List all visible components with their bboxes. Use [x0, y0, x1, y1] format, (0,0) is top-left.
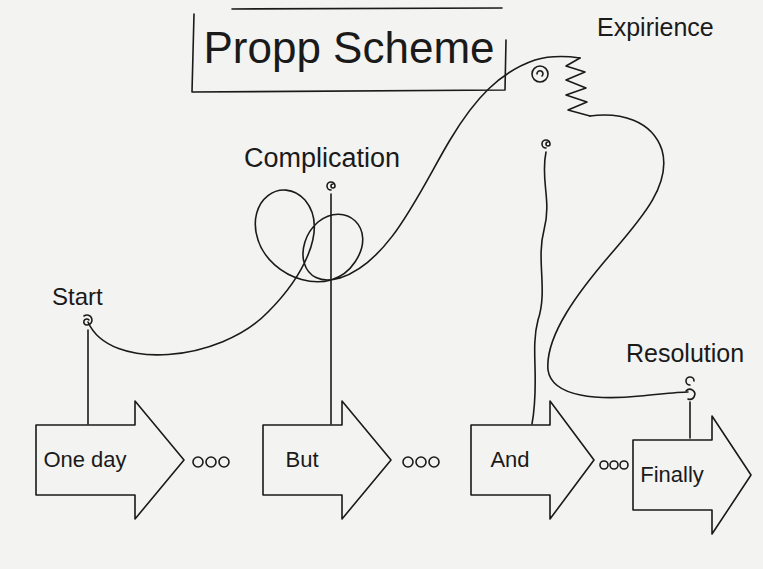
stage-label: Expirience — [597, 14, 714, 42]
leader-line — [689, 402, 691, 438]
diagram-title: Propp Scheme — [203, 24, 494, 72]
complication-spiral — [327, 182, 335, 190]
leader-line — [330, 194, 332, 424]
arrow-outline — [470, 400, 595, 520]
resolution-curl — [686, 377, 694, 385]
experience-spiral — [542, 140, 550, 148]
ellipsis-dots — [193, 457, 628, 469]
step-word: But — [285, 448, 318, 472]
story-step-arrow: Finally — [632, 415, 752, 535]
stage-label: Start — [52, 284, 103, 310]
step-word: One day — [43, 448, 126, 472]
stage-label: Complication — [244, 144, 400, 174]
leader-line — [532, 152, 547, 424]
story-step-arrow: But — [262, 400, 392, 520]
story-step-arrow: And — [470, 400, 595, 520]
monster-teeth — [566, 58, 590, 116]
step-word: Finally — [640, 463, 704, 487]
resolution-spiral — [686, 389, 695, 399]
title-frame — [192, 8, 506, 92]
start-spiral — [84, 315, 92, 325]
eye-spiral — [537, 71, 543, 76]
story-curve — [88, 56, 580, 355]
monster-eye — [532, 66, 548, 82]
arrow-outline — [262, 400, 392, 520]
step-word: And — [490, 448, 529, 472]
stage-label: Resolution — [626, 340, 744, 368]
story-step-arrow: One day — [35, 400, 185, 520]
leader-line — [87, 330, 89, 424]
